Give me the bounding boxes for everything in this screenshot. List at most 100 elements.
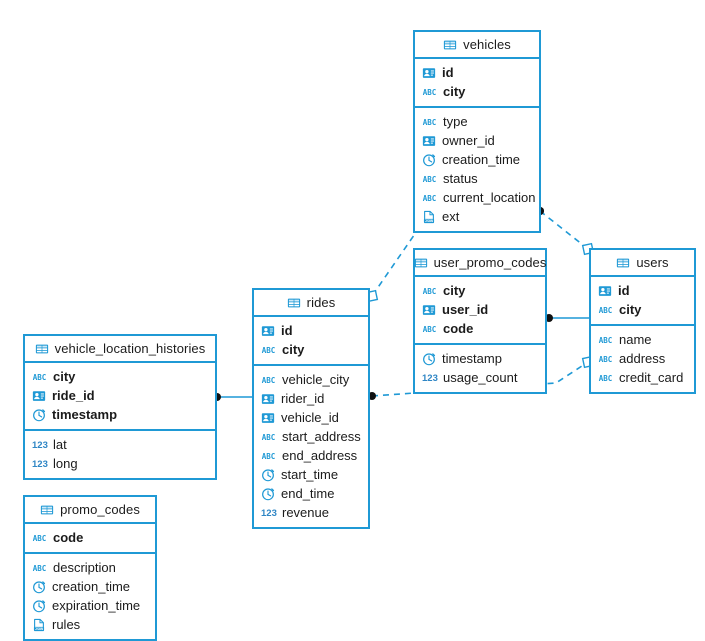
field-name: code [443,321,474,336]
field-row-rules[interactable]: JSON rules [25,615,155,634]
svg-text:JSON: JSON [425,218,433,222]
field-row-id[interactable]: id [591,281,694,300]
field-name: city [53,369,76,384]
field-name: name [619,332,652,347]
123-icon: 123 [261,507,277,519]
field-name: creation_time [52,579,131,594]
table-header-vehicles[interactable]: vehicles [415,32,539,59]
field-row-name[interactable]: ABC name [591,330,694,349]
field-name: status [443,171,478,186]
field-name: id [618,283,630,298]
field-row-ext[interactable]: JSON ext [415,207,539,226]
clock-icon [32,408,46,422]
field-row-timestamp[interactable]: timestamp [25,405,215,424]
field-name: current_location [443,190,536,205]
field-name: address [619,351,666,366]
field-name: usage_count [443,370,518,385]
field-name: type [443,114,468,129]
person-card-icon [261,324,275,338]
field-name: code [53,530,84,545]
table-icon [443,38,457,52]
clock-icon [261,487,275,501]
abc-icon: ABC [598,305,613,315]
table-name: vehicles [463,37,511,52]
field-name: end_time [281,486,335,501]
field-row-user_id[interactable]: user_id [415,300,545,319]
table-icon [287,296,301,310]
123-icon: 123 [422,372,438,384]
field-name: lat [53,437,67,452]
abc-icon: ABC [598,335,613,345]
field-row-ride_id[interactable]: ride_id [25,386,215,405]
field-name: ext [442,209,460,224]
abc-icon: ABC [598,354,613,364]
table-header-promo_codes[interactable]: promo_codes [25,497,155,524]
person-card-icon [261,411,275,425]
table-header-rides[interactable]: rides [254,290,368,317]
field-name: timestamp [442,351,502,366]
abc-icon: ABC [32,563,47,573]
field-row-id[interactable]: id [415,63,539,82]
field-row-expiration_time[interactable]: expiration_time [25,596,155,615]
field-row-city[interactable]: ABC city [254,340,368,359]
field-row-owner_id[interactable]: owner_id [415,131,539,150]
field-row-creation_time[interactable]: creation_time [25,577,155,596]
field-row-start_time[interactable]: start_time [254,465,368,484]
clock-icon [422,153,436,167]
field-row-rider_id[interactable]: rider_id [254,389,368,408]
field-row-revenue[interactable]: 123 revenue [254,503,368,522]
svg-text:JSON: JSON [35,626,43,630]
field-row-usage_count[interactable]: 123 usage_count [415,368,545,387]
field-name: revenue [282,505,329,520]
relationship-user_promo_codes-to-users[interactable] [545,314,589,322]
field-name: long [53,456,78,471]
field-row-end_time[interactable]: end_time [254,484,368,503]
person-card-icon [32,389,46,403]
table-header-user_promo_codes[interactable]: user_promo_codes [414,250,546,277]
field-row-city[interactable]: ABC city [591,300,694,319]
abc-icon: ABC [261,345,276,355]
json-document-icon: JSON [422,210,436,224]
relationship-vehicle_location_histories-to-rides[interactable] [213,393,252,401]
field-row-address[interactable]: ABC address [591,349,694,368]
table-icon [414,256,428,270]
table-header-vehicle_location_histories[interactable]: vehicle_location_histories [25,336,215,363]
field-row-timestamp[interactable]: timestamp [415,349,545,368]
table-icon [35,342,49,356]
field-name: city [282,342,305,357]
table-name: rides [306,295,336,310]
field-name: rules [52,617,81,632]
field-name: city [619,302,642,317]
field-row-id[interactable]: id [254,321,368,340]
table-header-users[interactable]: users [591,250,694,277]
field-row-creation_time[interactable]: creation_time [415,150,539,169]
field-row-vehicle_id[interactable]: vehicle_id [254,408,368,427]
person-card-icon [422,134,436,148]
